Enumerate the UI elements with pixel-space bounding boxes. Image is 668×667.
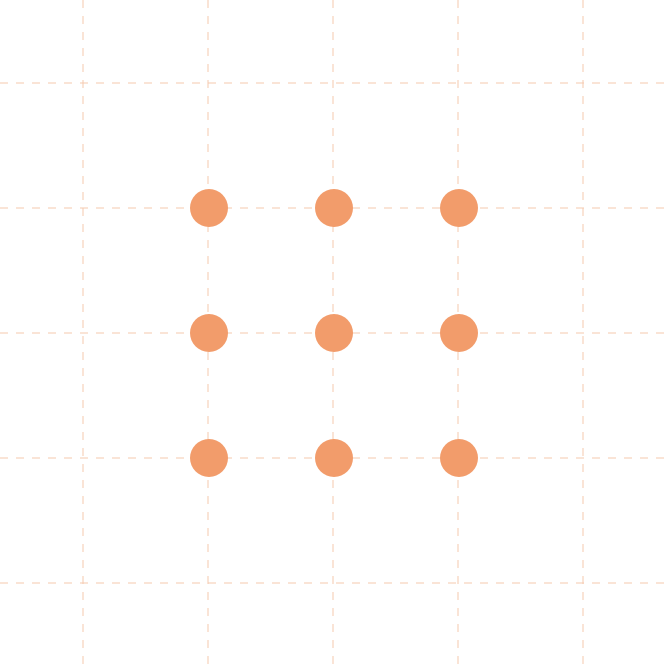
pattern-dot-r1-c3[interactable] [440,189,478,227]
pattern-dot-r2-c1[interactable] [190,314,228,352]
pattern-dot-r1-c1[interactable] [190,189,228,227]
pattern-dot-r1-c2[interactable] [315,189,353,227]
pattern-dot-r2-c2[interactable] [315,314,353,352]
pattern-dot-grid [190,189,478,477]
pattern-dot-r3-c3[interactable] [440,439,478,477]
pattern-dot-r2-c3[interactable] [440,314,478,352]
pattern-dot-r3-c2[interactable] [315,439,353,477]
pattern-dot-r3-c1[interactable] [190,439,228,477]
